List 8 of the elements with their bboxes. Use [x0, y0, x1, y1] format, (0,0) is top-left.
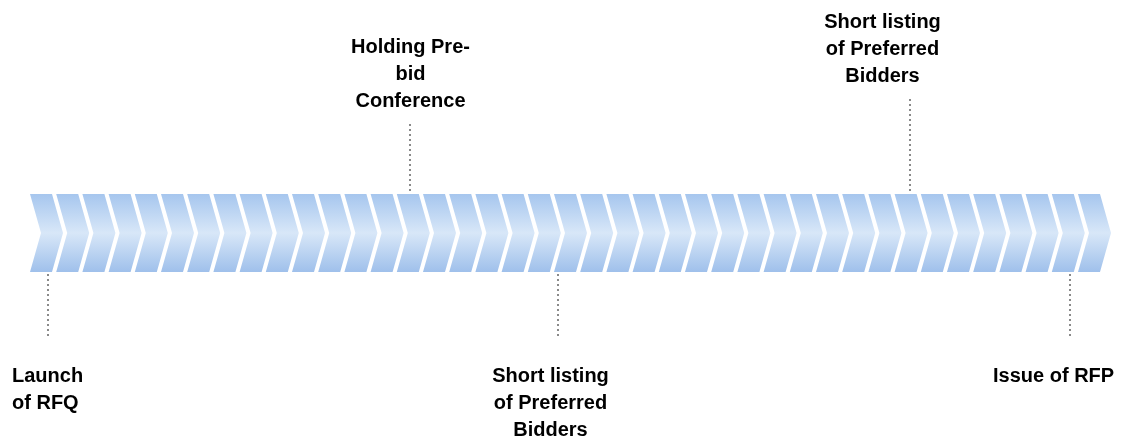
milestone-label: Short listing of Preferred Bidders: [823, 9, 942, 88]
milestone-label: Holding Pre- bid Conference: [350, 34, 471, 113]
milestone-label: Short listing of Preferred Bidders: [491, 363, 610, 440]
leader-line: [557, 271, 559, 337]
leader-line: [1069, 271, 1071, 337]
milestone-label: Issue of RFP: [993, 363, 1116, 388]
leader-line: [47, 271, 49, 337]
milestone-label: Launch of RFQ: [12, 363, 85, 415]
